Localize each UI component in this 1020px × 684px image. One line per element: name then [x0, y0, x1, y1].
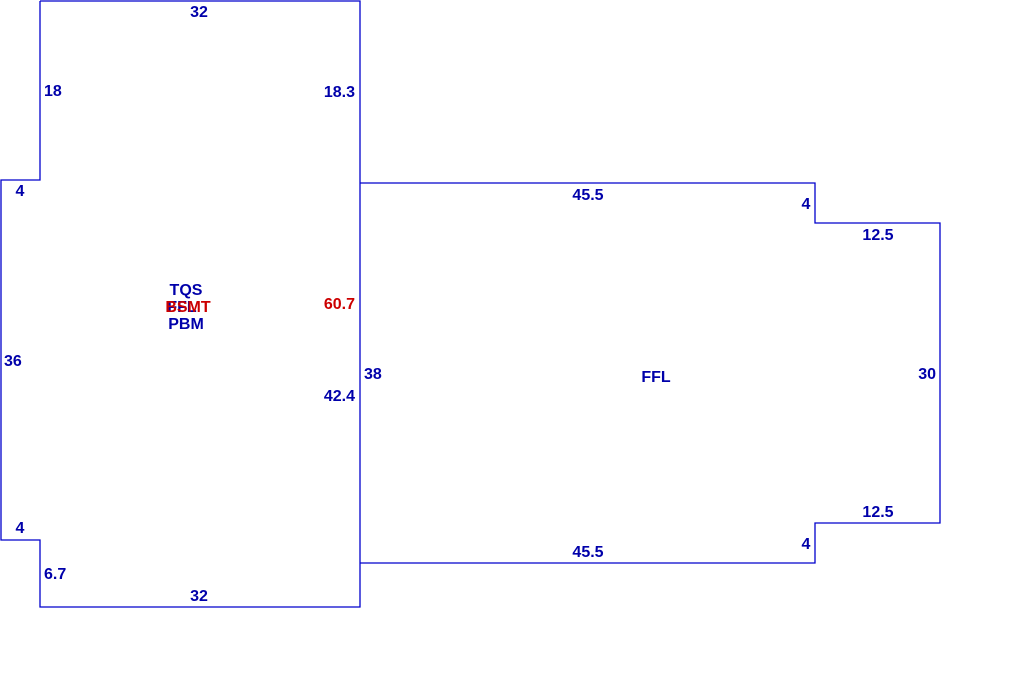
- right-dim-bottom: 45.5: [572, 544, 603, 561]
- left-area-label-overlap-a: FFL: [167, 299, 197, 316]
- right-dim-right-side: 30: [918, 366, 936, 383]
- right-dim-step-bottom: 4: [802, 536, 811, 553]
- left-dim-right-lower: 42.4: [324, 388, 355, 405]
- right-structure-outline: [360, 182, 941, 564]
- left-dim-right-highlight: 60.7: [324, 296, 355, 313]
- left-dim-top: 32: [190, 4, 208, 21]
- right-dim-left-side: 38: [364, 366, 382, 383]
- left-dim-left-lower: 6.7: [44, 566, 66, 583]
- left-dim-notch-top: 4: [16, 183, 25, 200]
- left-area-label-top: TQS: [170, 282, 203, 299]
- right-dim-top: 45.5: [572, 187, 603, 204]
- left-dim-left-middle: 36: [4, 353, 22, 370]
- left-dim-notch-bottom: 4: [16, 520, 25, 537]
- left-area-label-overlap-b: BSMT: [165, 299, 211, 316]
- left-dim-bottom: 32: [190, 588, 208, 605]
- right-dim-lower-right: 12.5: [862, 504, 893, 521]
- right-dim-step-top: 4: [802, 196, 811, 213]
- left-structure-outline: [0, 0, 361, 608]
- left-dim-right-upper: 18.3: [324, 84, 355, 101]
- right-area-label: FFL: [641, 369, 671, 386]
- left-area-label-bottom: PBM: [168, 316, 204, 333]
- left-dim-left-upper: 18: [44, 83, 62, 100]
- right-dim-upper-right: 12.5: [862, 227, 893, 244]
